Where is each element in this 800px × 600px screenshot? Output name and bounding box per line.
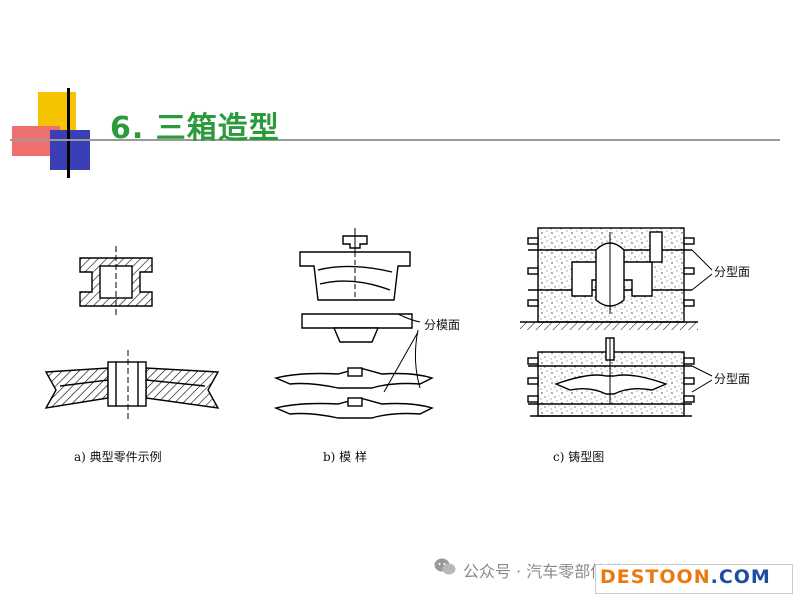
title-underline [10,139,780,141]
caption-figure-a: a) 典型零件示例 [74,450,162,464]
slide-title: 6. 三箱造型 [110,111,280,146]
site-badge-name: DESTOON [600,566,711,588]
wechat-icon [434,558,456,575]
label-parting-surface-mold-top: 分型面 [714,265,751,279]
site-badge-text: DESTOON.COM [600,566,771,588]
site-badge-domain: .COM [710,566,771,588]
figure-a-part-section [79,246,153,318]
figure-a-part-side [44,350,220,420]
label-parting-surface-mold-bottom: 分型面 [714,372,751,386]
figure-c-mold-top [520,227,713,330]
figure-c-mold-bottom [527,337,713,417]
deco-vertical-line [67,88,70,178]
caption-figure-b: b) 模 样 [323,450,367,464]
label-parting-surface-pattern: 分模面 [424,318,461,332]
deco-square-blue [50,130,90,170]
caption-figure-c: c) 铸型图 [553,450,605,464]
figure-b-pattern [273,228,434,419]
site-badge [595,564,793,594]
